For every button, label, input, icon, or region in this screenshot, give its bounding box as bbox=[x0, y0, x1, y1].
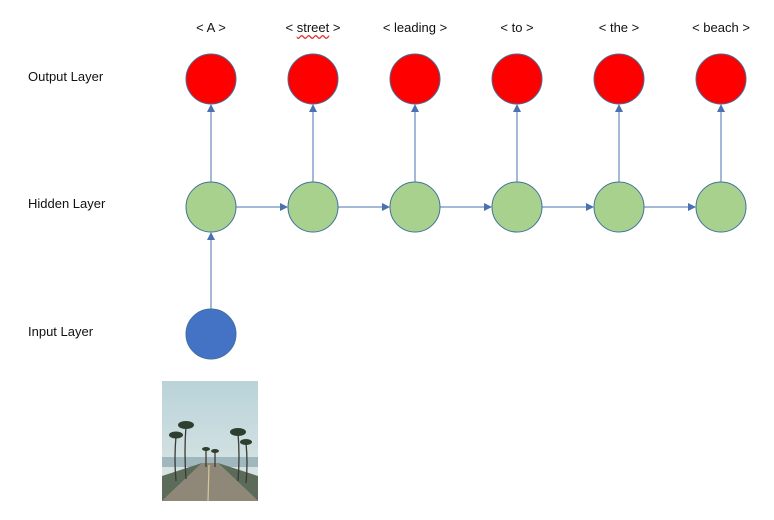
hidden-node bbox=[491, 181, 543, 233]
network-nodes bbox=[185, 53, 747, 360]
output-node bbox=[593, 53, 645, 105]
output-token-label: < to > bbox=[500, 20, 534, 35]
output-node bbox=[287, 53, 339, 105]
hidden-layer-label: Hidden Layer bbox=[28, 196, 106, 211]
output-token-label: < beach > bbox=[692, 20, 750, 35]
input-node bbox=[185, 308, 237, 360]
output-layer-label: Output Layer bbox=[28, 69, 104, 84]
hidden-node bbox=[185, 181, 237, 233]
output-token-label: < the > bbox=[598, 20, 640, 35]
output-token-label: < street > bbox=[285, 20, 341, 35]
output-node bbox=[695, 53, 747, 105]
hidden-node bbox=[287, 181, 339, 233]
hidden-node bbox=[389, 181, 441, 233]
output-token-label: < leading > bbox=[382, 20, 448, 35]
beach-street-photo bbox=[162, 381, 258, 501]
output-node bbox=[491, 53, 543, 105]
output-node bbox=[185, 53, 237, 105]
output-node bbox=[389, 53, 441, 105]
output-token-label: < A > bbox=[196, 20, 226, 35]
connection-arrows bbox=[207, 104, 725, 309]
input-layer-label: Input Layer bbox=[28, 324, 94, 339]
hidden-node bbox=[695, 181, 747, 233]
hidden-node bbox=[593, 181, 645, 233]
